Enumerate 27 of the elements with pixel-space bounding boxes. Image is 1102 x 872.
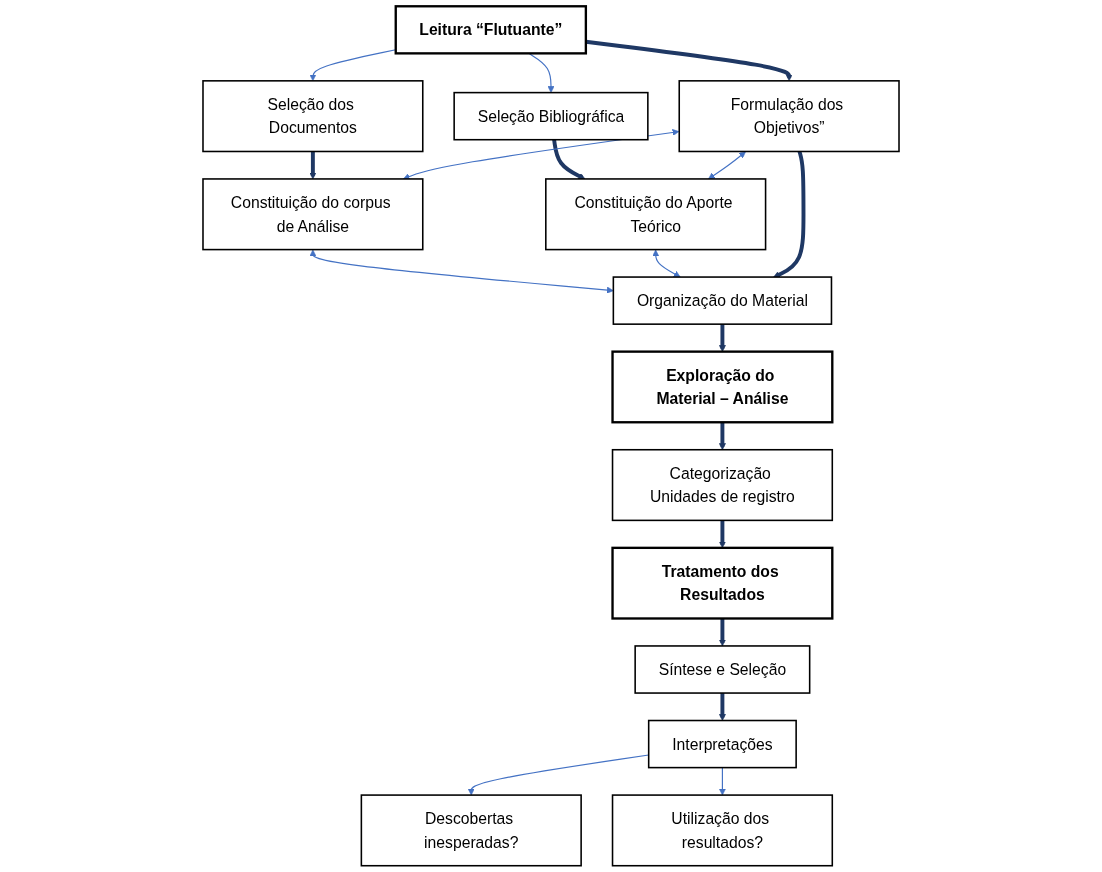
arrow	[585, 39, 793, 82]
arrow	[552, 139, 586, 180]
node-box: Seleção Bibliográfica	[453, 91, 649, 141]
arrow	[708, 151, 746, 180]
node-box: Organização do Material	[612, 276, 833, 325]
node-box: Seleção dos Documentos	[202, 80, 424, 153]
arrow	[718, 422, 726, 451]
node-box: Síntese e Seleção	[634, 645, 811, 694]
node-box: Categorização Unidades de registro	[611, 448, 834, 522]
arrow	[718, 767, 726, 796]
node-box: Tratamento dos Resultados	[611, 546, 834, 620]
arrow	[718, 324, 726, 352]
node-box: Leitura “Flutuante”	[394, 5, 588, 55]
node-box: Descobertas inesperadas?	[360, 794, 582, 867]
arrow	[652, 249, 681, 278]
arrow	[403, 129, 680, 180]
node-box: Exploração do Material – Análise	[611, 350, 834, 424]
node-box: Constituição do Aporte Teórico	[545, 178, 767, 251]
node-box: Formulação dos Objetivos”	[678, 80, 900, 153]
node-box: Interpretações	[647, 719, 797, 769]
arrow	[718, 618, 726, 647]
arrow	[309, 249, 614, 294]
arrow	[309, 151, 317, 180]
node-box: Constituição do corpus de Análise	[202, 178, 424, 251]
arrow	[773, 150, 806, 278]
node-box: Utilização dos resultados?	[611, 794, 834, 867]
arrow	[718, 693, 726, 721]
